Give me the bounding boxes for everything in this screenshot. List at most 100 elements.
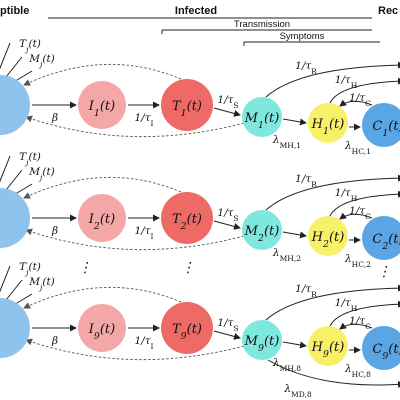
input-label-mj: Mj(t) [28,166,55,182]
ellipsis: ⋮ [78,260,92,276]
transmission-label: Transmission [234,19,290,30]
header: ptible Infected Rec Transmission Symptom… [0,5,398,46]
input-label-mj: Mj(t) [28,53,55,69]
node-H-label: H9(t) [311,340,345,360]
edge-label-tauI: 1/τI [134,112,153,128]
edge-label-tauS: 1/τS [217,94,238,110]
node-M-label: M1(t) [244,111,280,131]
row-3: Tj(t)Mj(t)I9(t)T9(t)M9(t)H9(t)C9(t)β1/τI… [0,261,400,399]
edge-label-lamHC: λHC,1 [344,140,371,156]
edge-label-tauH: 1/τH [335,74,358,90]
node-I-label: I1(t) [88,99,115,119]
node-C [362,326,400,370]
input-line [0,265,11,293]
node-S [0,298,30,358]
node-C-label: C9(t) [372,342,400,362]
edge-label-tauS: 1/τS [217,207,238,223]
node-M-label: M2(t) [244,224,280,244]
edge-label-beta: β [51,112,58,124]
node-H-label: H1(t) [311,117,345,137]
node-T [161,302,213,354]
edge-M-D [267,359,400,388]
edge-label-lamMH: λMH,8 [272,357,301,373]
node-I [78,194,126,242]
edge-H-R [329,77,400,104]
node-H [308,103,348,143]
edge-H-R [329,190,400,217]
node-H [308,216,348,256]
node-T-label: T9(t) [172,322,202,342]
ellipsis: ⋮ [377,264,391,280]
edge-label-tauC: 1/τC [349,315,371,331]
node-C [362,216,400,260]
node-T-label: T2(t) [172,212,202,232]
edge-label-tauR: 1/τR [295,173,317,189]
feedback-T-to-S [23,286,182,309]
feedback-M-to-S [25,115,245,138]
edge-label-tauC: 1/τC [349,92,371,108]
edge-label-tauR: 1/τR [295,60,317,76]
edge-label-lamHC: λHC,2 [344,253,371,269]
edge-M-R [265,61,400,98]
node-M-label: M9(t) [244,334,280,354]
node-S [0,188,30,248]
edge-label-lamMH: λMH,2 [272,247,301,263]
feedback-M-to-S [25,228,245,251]
input-label-mj: Mj(t) [28,276,55,292]
edge-label-lamMD: λMD,8 [283,383,312,399]
edge-label-tauH: 1/τH [335,297,358,313]
edge-M-H [282,118,307,126]
header-infected: Infected [175,5,217,17]
node-T [161,79,213,131]
node-M [242,97,282,137]
input-line [5,169,23,191]
feedback-M-to-S [25,338,245,361]
node-I [78,81,126,129]
node-C-label: C2(t) [372,232,400,252]
node-S [0,75,30,135]
node-T [161,192,213,244]
node-H-label: H2(t) [311,230,345,250]
row-1: Tj(t)Mj(t)I1(t)T1(t)M1(t)H1(t)C1(t)β1/τI… [0,38,400,156]
edge-label-lamMH: λMH,1 [272,134,301,150]
input-label-tj: Tj(t) [19,38,41,54]
edge-label-tauI: 1/τI [134,335,153,351]
edge-label-lamHC: λHC,8 [344,363,371,379]
header-susceptible: ptible [0,5,29,17]
edge-label-tauS: 1/τS [217,317,238,333]
node-M [242,210,282,250]
header-recovered: Rec [378,5,398,17]
edge-T-M [213,330,241,340]
edge-C-H [339,212,373,220]
node-I [78,304,126,352]
edge-M-R [265,284,400,321]
feedback-T-to-S [23,63,182,86]
edge-M-H [282,341,307,349]
edge-label-tauH: 1/τH [335,187,358,203]
edge-M-H [282,231,307,239]
node-C-label: C1(t) [372,119,400,139]
row-2: Tj(t)Mj(t)I2(t)T2(t)M2(t)H2(t)C2(t)β1/τI… [0,151,400,269]
node-M [242,320,282,360]
edge-T-M [213,107,241,117]
edge-M-R [265,174,400,211]
edge-H-R [329,300,400,327]
edge-label-tauI: 1/τI [134,225,153,241]
input-line [5,279,23,301]
edge-label-tauC: 1/τC [349,205,371,221]
edge-label-beta: β [51,335,58,347]
symptoms-label: Symptoms [280,31,325,42]
input-line [0,155,11,183]
node-H [308,326,348,366]
node-I-label: I2(t) [88,212,115,232]
edge-C-H [339,99,373,107]
input-label-tj: Tj(t) [19,151,41,167]
input-line [5,56,23,78]
input-line [0,42,11,70]
node-I-label: I9(t) [88,322,115,342]
rows: Tj(t)Mj(t)I1(t)T1(t)M1(t)H1(t)C1(t)β1/τI… [0,38,400,399]
edge-C-H [339,322,373,330]
feedback-T-to-S [23,176,182,199]
ellipsis: ⋮ [181,260,195,276]
